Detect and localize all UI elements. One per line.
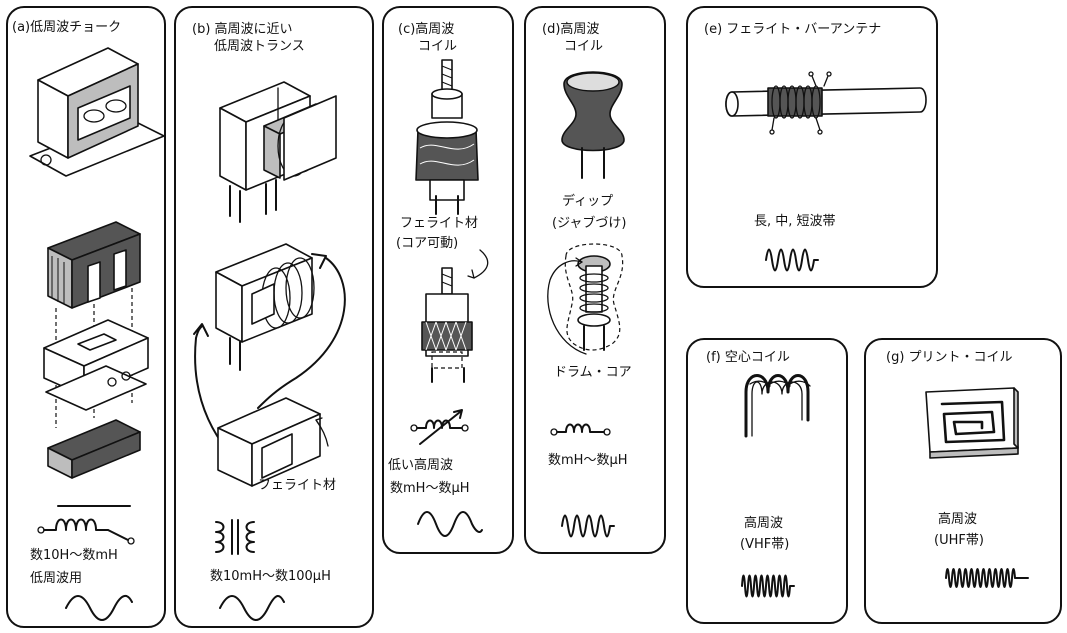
panel-e-band-label: 長, 中, 短波帯 <box>754 214 836 229</box>
panel-g-title: (g) プリント・コイル <box>886 350 1013 365</box>
panel-c-low-hf-label: 低い高周波 <box>388 458 454 473</box>
panel-c-movable-core-label: (コア可動) <box>396 236 459 251</box>
panel-d-range-label: 数mH～数μH <box>548 453 628 468</box>
air-core-coil-illustration <box>741 374 811 598</box>
panel-f: (f) 空心コイル 高周波 (VHF帯) <box>686 338 848 624</box>
panel-f-hf-label: 高周波 <box>744 516 784 531</box>
panel-g-band-label: (UHF帯) <box>934 533 984 548</box>
panel-c-range-label: 数mH～数μH <box>390 481 470 496</box>
panel-b: (b) 高周波に近い 低周波トランス <box>174 6 374 628</box>
panel-b-title-line1: (b) 高周波に近い <box>192 22 293 37</box>
panel-d-dip-note-label: (ジャブづけ) <box>552 216 627 231</box>
panel-d-dip-label: ディップ <box>562 194 614 209</box>
panel-b-title-line2: 低周波トランス <box>214 39 305 54</box>
panel-a-range-label: 数10H～数mH <box>30 548 118 563</box>
printed-coil-illustration <box>925 387 1029 588</box>
panel-c-ferrite-label: フェライト材 <box>400 216 479 231</box>
transformer-illustration <box>193 81 346 621</box>
panel-g: (g) プリント・コイル 高周波 (UHF帯) <box>864 338 1062 624</box>
panel-a-title: (a)低周波チョーク <box>12 20 122 35</box>
hf-coil-d-illustration <box>547 71 625 538</box>
panel-d-title-line1: (d)高周波 <box>542 22 600 37</box>
panel-d-drum-core-label: ドラム・コア <box>554 365 632 380</box>
panel-c-title-line1: (c)高周波 <box>398 22 455 37</box>
panel-f-title: (f) 空心コイル <box>706 350 790 365</box>
panel-f-band-label: (VHF帯) <box>740 537 790 552</box>
panel-a: (a)低周波チョーク <box>6 6 166 628</box>
panel-c-title-line2: コイル <box>418 39 458 54</box>
panel-b-range-label: 数10mH～数100μH <box>210 569 331 584</box>
panel-d: (d)高周波 コイル ディップ (ジャブづけ) ドラム・コア 数mH～数μH <box>524 6 666 554</box>
panel-e: (e) フェライト・バーアンテナ 長, 中, 短波帯 <box>686 6 938 288</box>
panel-c: (c)高周波 コイル フェライト材 <box>382 6 514 554</box>
panel-a-usage-label: 低周波用 <box>30 571 83 586</box>
panel-b-ferrite-label: フェライト材 <box>258 478 337 493</box>
low-freq-choke-illustration <box>29 47 165 621</box>
panel-g-hf-label: 高周波 <box>938 512 978 527</box>
ferrite-bar-antenna-illustration <box>725 71 927 272</box>
hf-coil-c-illustration <box>410 59 489 537</box>
panel-d-title-line2: コイル <box>564 39 604 54</box>
panel-e-title: (e) フェライト・バーアンテナ <box>704 22 882 37</box>
